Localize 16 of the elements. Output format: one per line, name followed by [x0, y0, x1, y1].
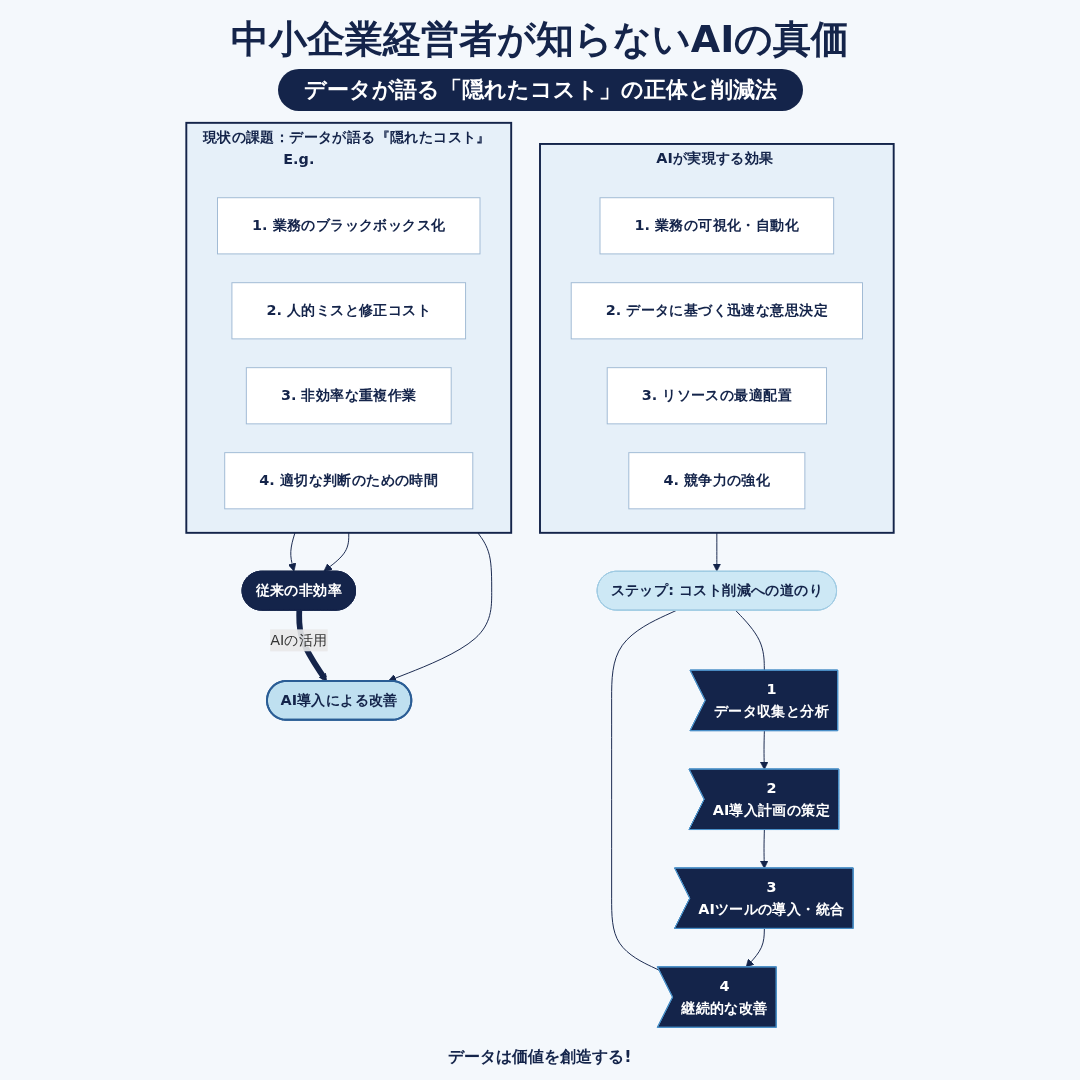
caption: データは価値を創造する!	[448, 1047, 632, 1068]
connector	[611, 610, 677, 971]
subtitle-banner: データが語る「隠れたコスト」の正体と削減法	[277, 69, 803, 111]
cluster	[185, 121, 513, 534]
title: 中小企業経営者が知らないAIの真価	[230, 16, 850, 63]
node-box	[628, 452, 806, 510]
node-box	[599, 197, 835, 255]
node-box	[224, 452, 474, 510]
node-box	[245, 367, 452, 425]
node-box	[570, 282, 863, 340]
node-box	[606, 367, 827, 425]
node-box	[231, 282, 467, 340]
node-box	[217, 197, 481, 255]
flowchart: AIの活用 AIが実現する効果 1. 業務の可視化・自動化 2. データに基づく迅速な意思決定 3. リソースの最適配置 4. 競争力の強化 現状の課題：データが語る『隠れたコスト』 E.g. 1. 業務のブラックボックス化 2. 人的ミスと修正コスト 3. 非効率な重複作業 4. 適切な判断のための時間 従来の非効率 AI導入による改善 ステップ: コスト削減への道のり 1 データ収集と分析 2 AI導入計画の策定 3 AIツールの導入・統合 4 継続的な改善	[10, 119, 1070, 1035]
cluster	[539, 143, 895, 534]
connector	[735, 610, 765, 672]
